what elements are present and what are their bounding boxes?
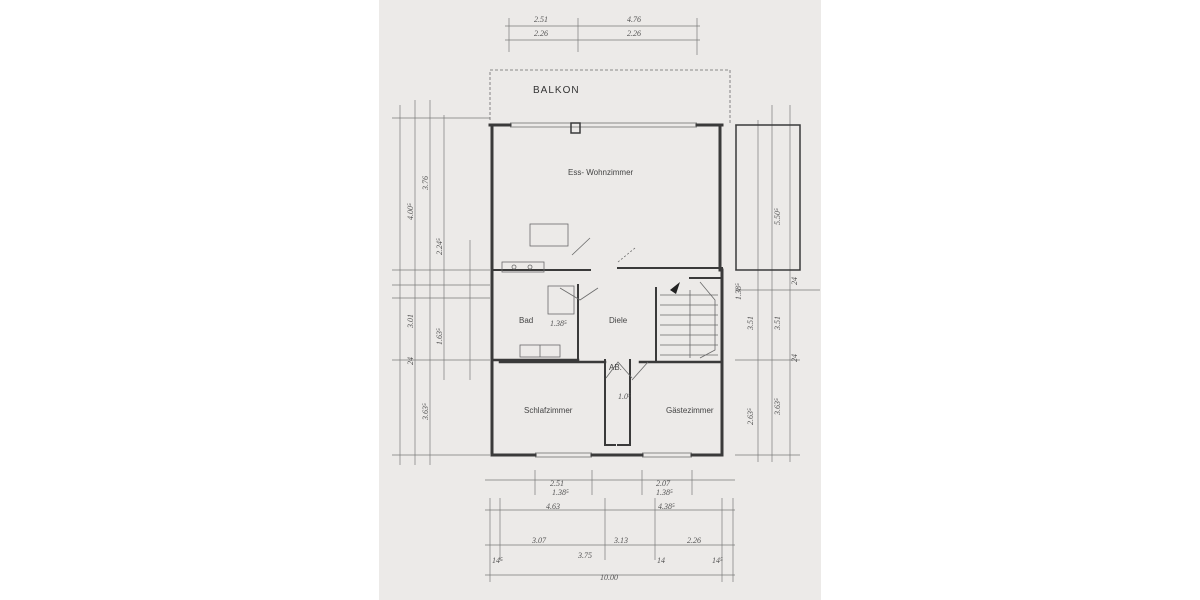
dim-left-h5: 1.63⁵ <box>435 328 444 345</box>
dim-top-right-b: 2.26 <box>627 29 641 38</box>
dim-bottom-438: 4.38⁵ <box>658 502 675 511</box>
room-label-closet: AB. <box>609 363 622 372</box>
chimney <box>570 122 581 134</box>
room-label-hall: Diele <box>609 316 628 325</box>
dim-right-263: 2.63⁵ <box>746 408 755 425</box>
left-dimension-chains: 3.76 4.00⁵ 2.24⁵ 3.01 1.63⁵ 3.63⁵ 24 <box>392 100 490 465</box>
dim-bottom-313: 3.13 <box>613 536 628 545</box>
dim-left-24: 24 <box>406 357 415 365</box>
bath-fixtures <box>519 285 575 358</box>
right-dimension-chains: 5.50⁵ 3.51 3.51 3.63⁵ 2.63⁵ 24 24 <box>735 105 820 462</box>
dim-left-h1: 3.76 <box>421 176 430 191</box>
door-swings <box>559 237 649 381</box>
top-dimension-chain: 2.51 2.26 4.76 2.26 <box>505 15 700 55</box>
dim-bottom-14: 14 <box>657 556 665 565</box>
dim-bottom-138b: 1.38⁵ <box>656 488 673 497</box>
dim-bottom-226: 2.26 <box>687 536 701 545</box>
dim-top-left-b: 2.26 <box>534 29 548 38</box>
room-label-balcony: BALKON <box>533 85 580 96</box>
dim-bath-138: 1.38⁵ <box>550 319 567 328</box>
exterior-walls <box>488 123 801 457</box>
dim-left-h6: 3.63⁵ <box>421 403 430 421</box>
dim-bottom-145a: 14⁵ <box>492 556 503 565</box>
dim-bottom-total: 10.00 <box>600 573 618 582</box>
dim-bottom-375: 3.75 <box>577 551 592 560</box>
bottom-dimension-chains: 2.51 1.38⁵ 2.07 1.38⁵ 4.63 4.38⁵ 3.07 3.… <box>485 470 735 582</box>
dim-bottom-145b: 14⁵ <box>712 556 723 565</box>
dim-bottom-307: 3.07 <box>531 536 547 545</box>
dim-right-24: 24 <box>790 277 799 285</box>
dim-right-351b: 3.51 <box>773 316 782 331</box>
room-label-bedroom: Schlafzimmer <box>524 406 573 415</box>
dim-closet: 1.0⁵ <box>618 392 631 401</box>
dim-bottom-138a: 1.38⁵ <box>552 488 569 497</box>
room-label-bath: Bad <box>519 316 533 325</box>
dim-right-351: 3.51 <box>746 316 755 331</box>
dim-left-h3: 2.24⁵ <box>435 238 444 255</box>
dim-bottom-207: 2.07 <box>656 479 671 488</box>
staircase[interactable] <box>660 281 718 359</box>
dim-bottom-463: 4.63 <box>546 502 560 511</box>
dim-top-left-a: 2.51 <box>534 15 548 24</box>
interior-walls <box>490 267 724 446</box>
dim-bottom-251: 2.51 <box>550 479 564 488</box>
dim-right-550: 5.50⁵ <box>773 208 782 225</box>
dim-right-24b: 24 <box>790 354 799 362</box>
room-label-living: Ess- Wohnzimmer <box>568 168 634 177</box>
dim-stair-138: 1.38⁵ <box>734 283 743 300</box>
windows <box>510 122 697 458</box>
stair-direction-arrow <box>670 282 680 294</box>
room-label-guest: Gästezimmer <box>666 406 714 415</box>
kitchen-counter <box>501 261 545 273</box>
dim-left-h2: 4.00⁵ <box>406 203 415 220</box>
balcony-outline <box>489 69 731 125</box>
dim-left-h4: 3.01 <box>406 314 415 329</box>
floor-plan-sheet <box>379 0 821 600</box>
dim-top-right-a: 4.76 <box>627 15 641 24</box>
dining-table <box>529 223 569 247</box>
dim-right-363: 3.63⁵ <box>773 398 782 416</box>
